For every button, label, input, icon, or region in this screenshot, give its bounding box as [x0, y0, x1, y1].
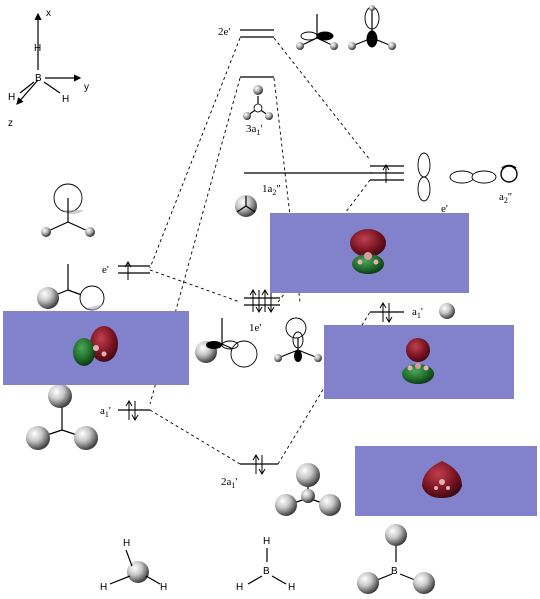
hydrogen-right: H — [288, 582, 295, 593]
electron-up-arrow — [124, 261, 132, 280]
electron-up-arrow — [125, 400, 133, 420]
axis-hydrogen-left: H — [8, 92, 15, 103]
x-axis-label: x — [46, 8, 51, 19]
axis-bond-right — [43, 81, 61, 94]
mo-2e-prime-icons — [296, 5, 396, 50]
label-1e-prime: 1e' — [249, 322, 261, 334]
electron-up-arrow — [382, 164, 390, 183]
label-right-a1-prime: a1' — [412, 306, 423, 320]
axis-hydrogen-top: H — [34, 43, 41, 54]
axis-bond-left — [19, 81, 35, 94]
mo-panel-left — [3, 311, 189, 385]
label-left-a1-prime: a1' — [100, 405, 111, 419]
coordinate-axes: x y z H B H H — [8, 8, 89, 129]
mo-panel-bottom-right — [355, 446, 537, 516]
axis-boron: B — [35, 73, 42, 84]
structure-bh3-orbitals: B — [357, 524, 435, 594]
left-e-prime-icons-2 — [37, 264, 105, 311]
hydrogen-left: H — [100, 582, 107, 593]
boron: B — [391, 566, 398, 577]
mo-panel-top-center — [270, 213, 469, 293]
label-left-e-prime: e' — [102, 264, 109, 276]
sphere-orbital — [296, 42, 304, 50]
level-left-a1-prime: a1' — [100, 400, 150, 421]
boron: B — [263, 566, 270, 577]
electron-up-arrow — [249, 289, 257, 312]
y-axis-label: y — [84, 82, 89, 93]
hydrogen-top: H — [123, 538, 130, 549]
electron-down-arrow — [267, 290, 275, 313]
p-orbital-lobe — [300, 31, 318, 41]
mo-panel-right — [324, 325, 514, 399]
level-right-e-prime — [370, 164, 404, 183]
left-e-prime-icons — [41, 183, 95, 237]
structure-bh3-ball: H H H — [100, 538, 167, 593]
electron-down-arrow — [385, 303, 393, 323]
label-right-a2-double-prime: a2'' — [499, 191, 512, 205]
label-3a1-prime: 3a1' — [246, 123, 262, 137]
level-right-a1-prime: a1' — [370, 302, 455, 323]
mo-1e-prime-icons — [195, 317, 322, 368]
electron-up-arrow — [261, 289, 269, 312]
level-2e-prime: 2e' — [218, 26, 274, 38]
structure-bh3-lewis: H B H H — [236, 536, 295, 593]
axis-hydrogen-right: H — [62, 94, 69, 105]
label-2e-prime: 2e' — [218, 26, 230, 38]
electron-down-arrow — [131, 401, 139, 421]
label-right-e-prime: e' — [441, 203, 448, 215]
hydrogen-left: H — [236, 582, 243, 593]
right-p-orbitals: a2'' e' — [417, 152, 518, 215]
sphere-orbital — [330, 42, 338, 50]
label-2a1-prime: 2a1' — [221, 476, 237, 490]
z-axis-label: z — [8, 118, 13, 129]
label-1a2-double-prime: 1a2'' — [262, 183, 280, 197]
level-left-e-prime: e' — [102, 261, 150, 280]
level-3a1-prime: 3a1' — [240, 76, 274, 137]
electron-down-arrow — [255, 290, 263, 313]
level-1a2-double-prime: 1a2'' — [235, 172, 372, 217]
electron-up-arrow — [379, 302, 387, 322]
hydrogen-right: H — [160, 582, 167, 593]
level-2a1-prime: 2a1' — [221, 454, 341, 516]
left-a1-prime-icons — [26, 384, 98, 450]
electron-up-arrow — [252, 454, 260, 474]
z-axis-arrow — [16, 79, 39, 105]
electron-down-arrow — [258, 455, 266, 475]
hydrogen-top: H — [263, 536, 270, 547]
level-1e-prime: 1e' — [244, 289, 280, 334]
